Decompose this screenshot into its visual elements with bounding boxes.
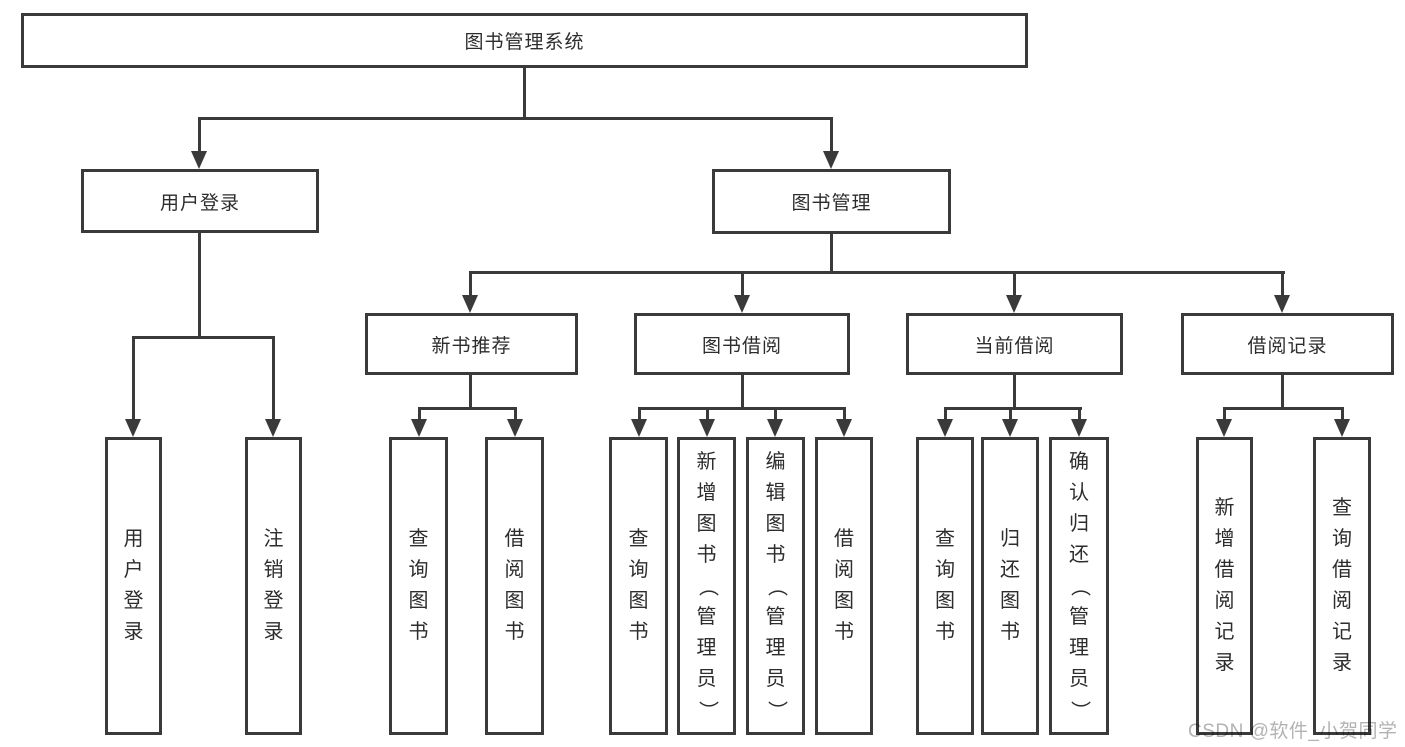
connector-drop-current-confirm [1078, 407, 1081, 421]
arrowhead-current-confirm-icon [1071, 419, 1087, 437]
arrowhead-leaf-login-icon [125, 419, 141, 437]
leaf-newrec-query-books: 查询图书 [389, 437, 448, 735]
leaf-borrow-add-books-label: 新增图书（管理员） [696, 450, 718, 721]
leaf-newrec-borrow-books-label: 借阅图书 [504, 528, 525, 643]
node-new-book-recommend-label: 新书推荐 [431, 335, 512, 357]
arrowhead-borrow-query-icon [631, 419, 647, 437]
leaf-borrow-query-books: 查询图书 [609, 437, 668, 735]
connector-root-stub [523, 68, 526, 117]
leaf-newrec-borrow-books: 借阅图书 [485, 437, 544, 735]
connector-drop-book-borrow [741, 271, 744, 298]
leaf-newrec-query-books-label: 查询图书 [408, 528, 429, 643]
leaf-borrow-edit-books-label: 编辑图书（管理员） [765, 450, 787, 721]
leaf-borrow-borrow-books-label: 借阅图书 [834, 528, 854, 643]
connector-drop-newrec-query [418, 407, 421, 421]
connector-borrow-rail [638, 407, 846, 410]
leaf-borrow-query-books-label: 查询图书 [628, 528, 649, 643]
node-borrowing-records: 借阅记录 [1181, 313, 1394, 375]
node-book-management: 图书管理 [712, 169, 951, 234]
leaf-records-add-record-label: 新增借阅记录 [1214, 497, 1235, 674]
connector-current-rail [944, 407, 1082, 410]
leaf-logout: 注销登录 [245, 437, 302, 735]
node-new-book-recommend: 新书推荐 [365, 313, 578, 375]
node-current-borrowing: 当前借阅 [906, 313, 1123, 375]
connector-drop-records-query [1341, 407, 1344, 421]
node-book-management-label: 图书管理 [791, 193, 872, 214]
connector-drop-borrow-add [706, 407, 709, 421]
arrowhead-borrow-add-icon [699, 419, 715, 437]
arrowhead-user-login-icon [191, 151, 207, 169]
arrowhead-current-query-icon [937, 419, 953, 437]
connector-level1-rail [198, 117, 833, 120]
node-borrowing-records-label: 借阅记录 [1247, 335, 1328, 357]
connector-current-stub [1013, 375, 1016, 410]
connector-drop-current-query [944, 407, 947, 421]
connector-drop-records-add [1223, 407, 1226, 421]
connector-book-mgmt-stub [830, 234, 833, 274]
node-library-system: 图书管理系统 [21, 13, 1028, 68]
connector-user-login-stub [198, 233, 201, 339]
connector-records-rail [1223, 407, 1344, 410]
connector-drop-new-book [469, 271, 472, 298]
node-book-borrowing-label: 图书借阅 [701, 335, 782, 357]
leaf-records-add-record: 新增借阅记录 [1196, 437, 1253, 735]
leaf-records-query-record: 查询借阅记录 [1313, 437, 1371, 735]
leaf-borrow-edit-books: 编辑图书（管理员） [746, 437, 805, 735]
arrowhead-newrec-borrow-icon [507, 419, 523, 437]
leaf-borrow-add-books: 新增图书（管理员） [677, 437, 736, 735]
connector-drop-book-mgmt [830, 117, 833, 152]
node-user-login-label: 用户登录 [159, 192, 240, 214]
connector-newrec-stub [469, 375, 472, 410]
leaf-current-query-books-label: 查询图书 [935, 528, 955, 643]
connector-user-login-rail [132, 336, 275, 339]
connector-drop-current-borrow [1013, 271, 1016, 298]
arrowhead-book-borrow-icon [734, 295, 750, 313]
leaf-current-return-books-label: 归还图书 [1000, 528, 1020, 643]
arrowhead-borrow-edit-icon [767, 419, 783, 437]
connector-newrec-rail [418, 407, 517, 410]
connector-records-stub [1281, 375, 1284, 410]
arrowhead-current-borrow-icon [1006, 295, 1022, 313]
arrowhead-new-book-icon [462, 295, 478, 313]
connector-drop-borrow-edit [774, 407, 777, 421]
connector-drop-newrec-borrow [514, 407, 517, 421]
csdn-watermark: CSDN @软件_小贺同学 [1188, 721, 1398, 742]
connector-drop-borrow-query [638, 407, 641, 421]
node-book-borrowing: 图书借阅 [634, 313, 850, 375]
arrowhead-records-query-icon [1334, 419, 1350, 437]
leaf-current-confirm-return-label: 确认归还（管理员） [1068, 450, 1091, 721]
connector-level2-rail [469, 271, 1285, 274]
leaf-borrow-borrow-books: 借阅图书 [815, 437, 873, 735]
arrowhead-leaf-logout-icon [265, 419, 281, 437]
leaf-current-return-books: 归还图书 [981, 437, 1039, 735]
node-library-system-label: 图书管理系统 [464, 32, 585, 53]
arrowhead-borrow-records-icon [1274, 295, 1290, 313]
leaf-current-confirm-return: 确认归还（管理员） [1049, 437, 1109, 735]
connector-drop-leaf-login [132, 336, 135, 420]
arrowhead-records-add-icon [1216, 419, 1232, 437]
arrowhead-newrec-query-icon [411, 419, 427, 437]
connector-drop-current-return [1009, 407, 1012, 421]
leaf-records-query-record-label: 查询借阅记录 [1332, 497, 1352, 674]
arrowhead-borrow-borrow-icon [836, 419, 852, 437]
connector-drop-borrow-borrow [843, 407, 846, 421]
connector-drop-borrow-records [1281, 271, 1284, 298]
arrowhead-current-return-icon [1002, 419, 1018, 437]
connector-borrow-stub [741, 375, 744, 410]
connector-drop-leaf-logout [272, 336, 275, 420]
leaf-logout-label: 注销登录 [263, 528, 284, 643]
leaf-user-login-label: 用户登录 [123, 528, 144, 643]
leaf-user-login: 用户登录 [105, 437, 162, 735]
node-current-borrowing-label: 当前借阅 [974, 335, 1055, 357]
arrowhead-book-mgmt-icon [823, 151, 839, 169]
leaf-current-query-books: 查询图书 [916, 437, 974, 735]
node-user-login: 用户登录 [81, 169, 319, 233]
connector-drop-user-login [198, 117, 201, 152]
